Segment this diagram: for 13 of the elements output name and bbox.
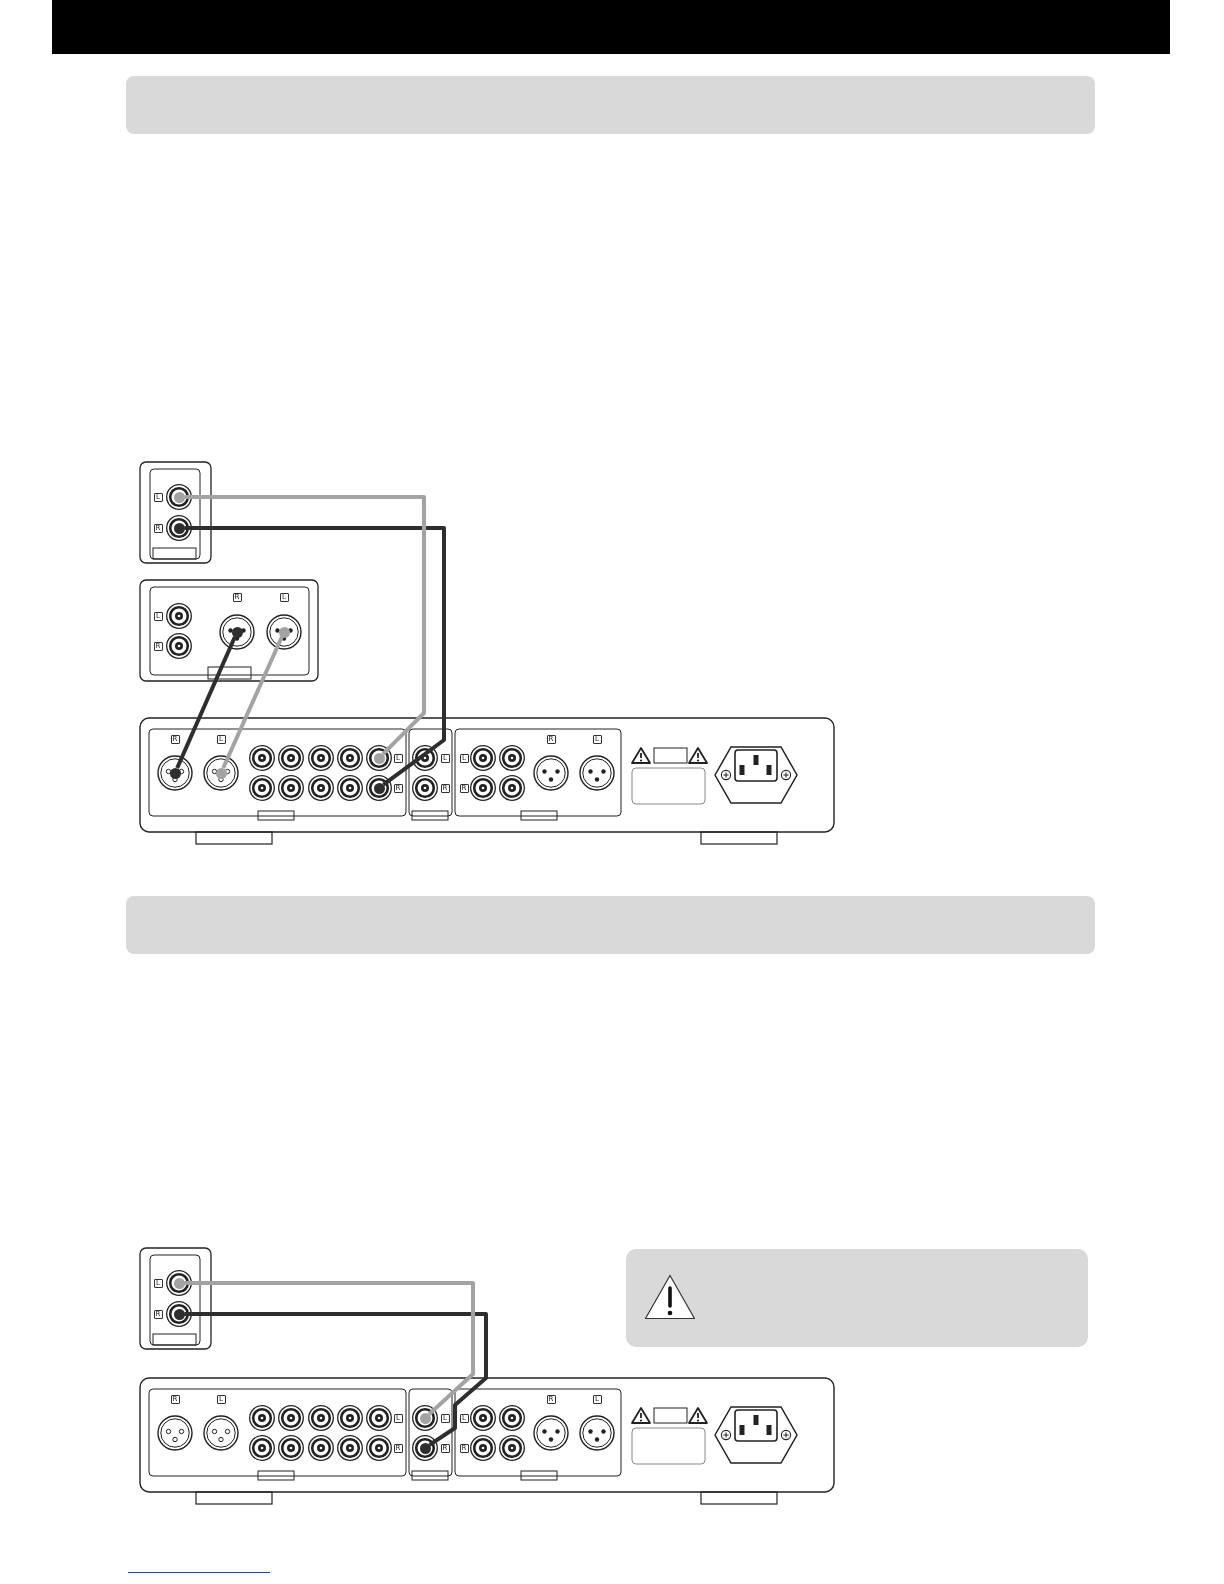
cable-plug <box>173 522 185 534</box>
cable-plug <box>278 626 290 638</box>
audio-cable <box>184 1281 475 1416</box>
cable-plug <box>173 1308 185 1320</box>
header-bar <box>52 0 1170 54</box>
cable-plug <box>173 1277 185 1289</box>
heading-bar <box>126 896 1095 954</box>
audio-cable <box>184 526 446 787</box>
note-panel <box>626 1249 1088 1347</box>
cable-plug <box>173 491 185 503</box>
audio-cable <box>184 495 426 756</box>
heading-bar <box>126 76 1095 134</box>
cable-plug <box>231 626 243 638</box>
